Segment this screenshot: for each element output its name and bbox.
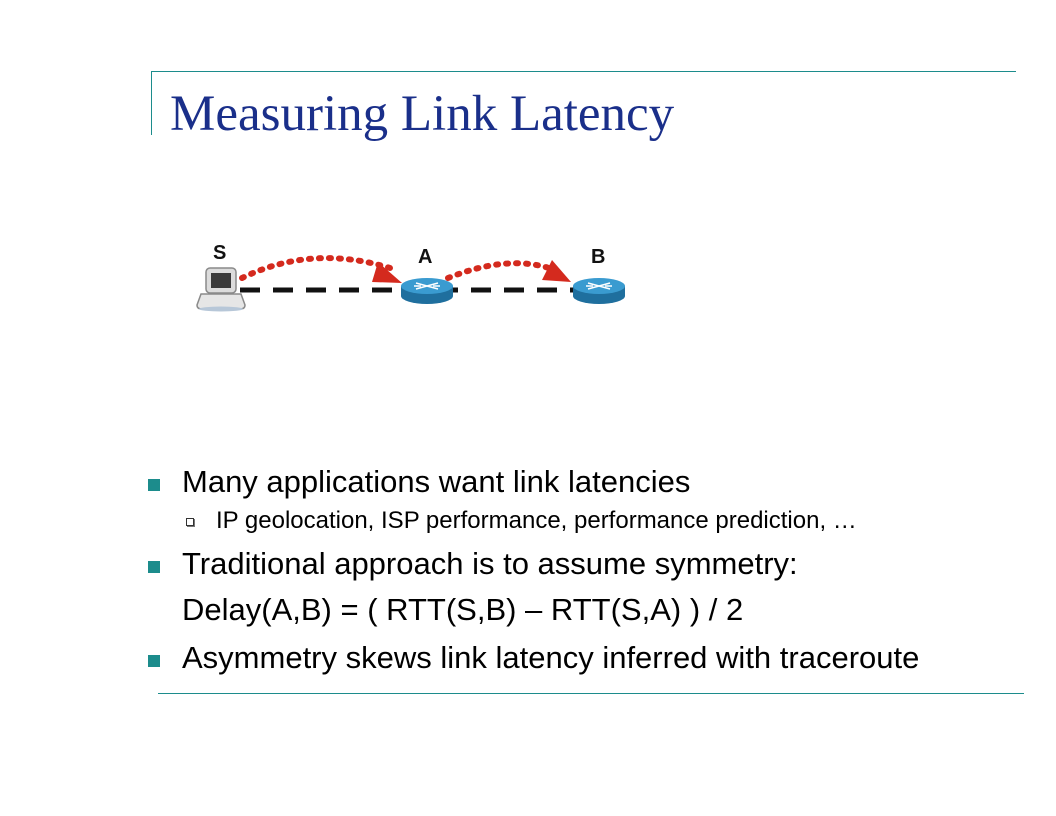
bullet-list: Many applications want link latencies IP…	[146, 463, 1026, 677]
bullet-text: Many applications want link latencies	[182, 464, 691, 499]
router-a-icon	[401, 278, 453, 304]
slide-title: Measuring Link Latency	[170, 86, 675, 142]
laptop-icon	[196, 267, 246, 312]
probe-arrow-a-to-b	[445, 260, 555, 281]
arrowhead-at-b	[542, 260, 571, 282]
node-label-b: B	[591, 246, 605, 268]
latency-diagram: S A B	[196, 242, 625, 312]
sub-bullet-marker	[186, 518, 194, 526]
probe-arrow-s-to-a	[239, 255, 393, 281]
bullet-item: Asymmetry skews link latency inferred wi…	[146, 639, 1026, 677]
router-b-icon	[573, 278, 625, 304]
node-label-s: S	[213, 242, 226, 264]
sub-bullet-item: IP geolocation, ISP performance, perform…	[146, 506, 1026, 536]
sub-bullet-text: IP geolocation, ISP performance, perform…	[216, 507, 857, 534]
title-rule-top	[152, 71, 1016, 72]
bullet-marker	[148, 561, 160, 573]
title-rule-left	[151, 71, 152, 135]
bullet-item: Traditional approach is to assume symmet…	[146, 545, 1026, 583]
bullet-item: Many applications want link latencies	[146, 463, 1026, 501]
bottom-rule	[158, 693, 1024, 694]
bullet-marker	[148, 479, 160, 491]
bullet-text: Asymmetry skews link latency inferred wi…	[182, 640, 920, 675]
formula-text: Delay(A,B) = ( RTT(S,B) – RTT(S,A) ) / 2	[182, 592, 744, 627]
bullet-marker	[148, 655, 160, 667]
arrowhead-at-a	[372, 262, 402, 283]
node-label-a: A	[418, 246, 432, 268]
bullet-text: Traditional approach is to assume symmet…	[182, 546, 798, 581]
